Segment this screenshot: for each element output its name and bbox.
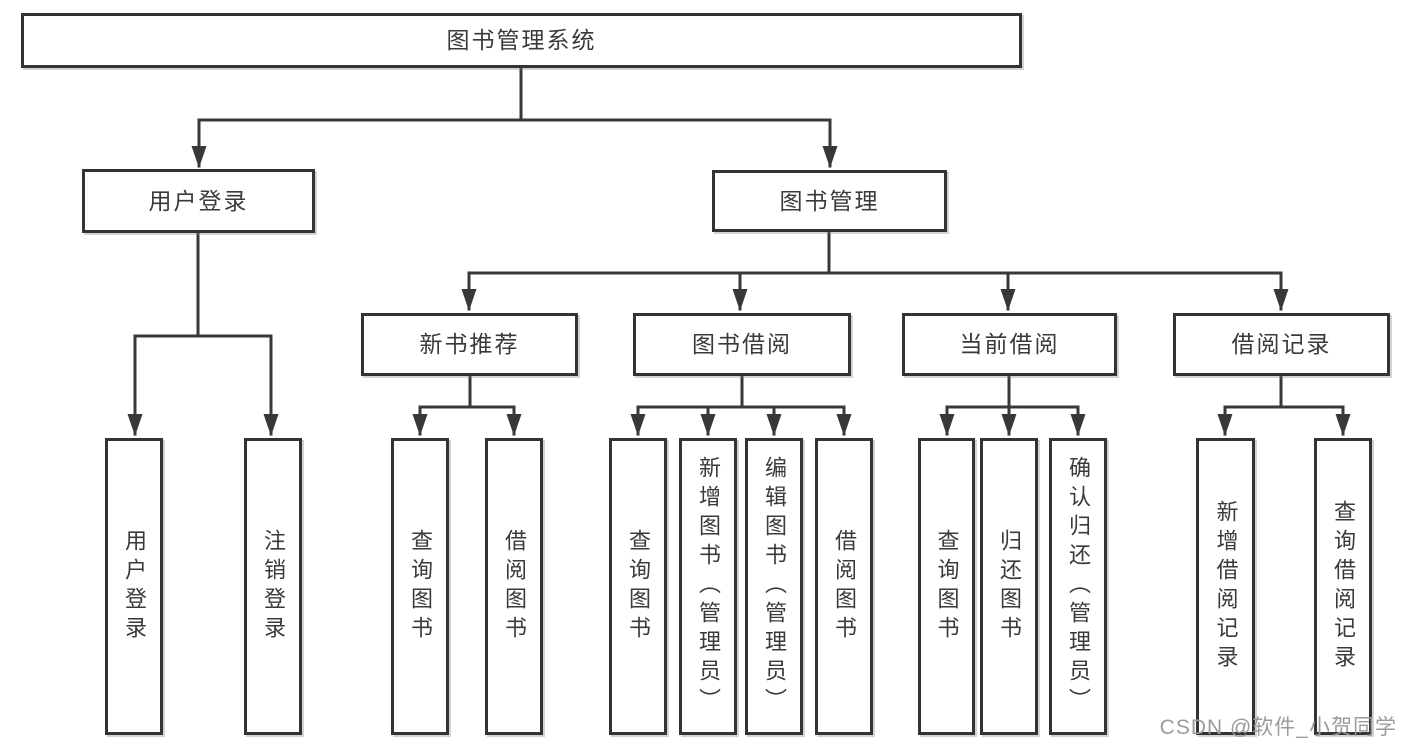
- node-library-management-system: 图书管理系统: [21, 13, 1022, 68]
- leaf-user-login: 用户登录: [105, 438, 163, 735]
- watermark: CSDN @软件_小贺同学: [1159, 716, 1397, 739]
- leaf-add-borrow-record: 新增借阅记录: [1196, 438, 1255, 735]
- leaf-query-book-recommend: 查询图书: [391, 438, 449, 735]
- leaf-return-book: 归还图书: [980, 438, 1038, 735]
- node-book-management: 图书管理: [712, 170, 947, 232]
- leaf-logout: 注销登录: [244, 438, 302, 735]
- leaf-query-book: 查询图书: [609, 438, 667, 735]
- leaf-add-book-admin: 新增图书（管理员）: [679, 438, 737, 735]
- leaf-confirm-return-admin: 确认归还（管理员）: [1049, 438, 1107, 735]
- node-new-book-recommend: 新书推荐: [361, 313, 578, 376]
- node-book-borrow: 图书借阅: [633, 313, 851, 376]
- leaf-borrow-book: 借阅图书: [815, 438, 873, 735]
- leaf-query-borrow-record: 查询借阅记录: [1314, 438, 1372, 735]
- leaf-borrow-book-recommend: 借阅图书: [485, 438, 543, 735]
- node-borrow-records: 借阅记录: [1173, 313, 1390, 376]
- leaf-edit-book-admin: 编辑图书（管理员）: [745, 438, 803, 735]
- leaf-query-book-current: 查询图书: [918, 438, 975, 735]
- node-user-login: 用户登录: [82, 169, 315, 233]
- node-current-borrow: 当前借阅: [902, 313, 1117, 376]
